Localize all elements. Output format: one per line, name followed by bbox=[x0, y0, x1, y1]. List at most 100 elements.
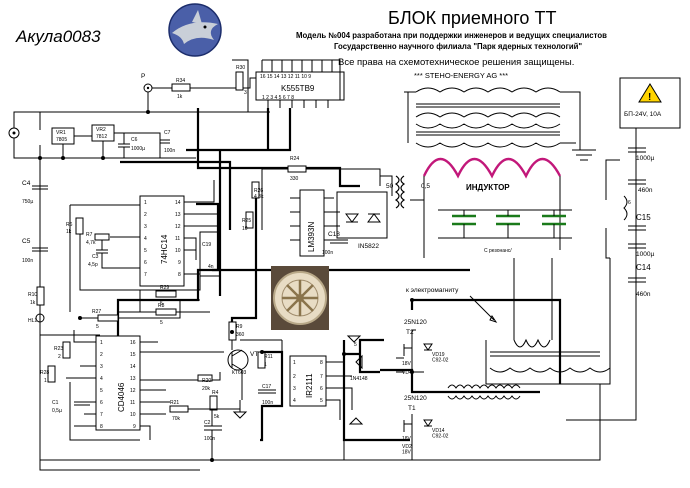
svg-text:25N120: 25N120 bbox=[404, 319, 427, 326]
svg-text:C4: C4 bbox=[22, 180, 31, 187]
svg-text:14: 14 bbox=[130, 364, 136, 370]
svg-text:15: 15 bbox=[130, 352, 136, 358]
svg-text:1k: 1k bbox=[177, 94, 183, 100]
warning-triangle-icon: ! bbox=[638, 83, 662, 103]
svg-text:460n: 460n bbox=[638, 187, 653, 194]
svg-text:4,5p: 4,5p bbox=[88, 262, 98, 268]
svg-text:HL1: HL1 bbox=[28, 318, 37, 324]
svg-text:R28: R28 bbox=[40, 370, 49, 376]
svg-text:8: 8 bbox=[178, 272, 181, 278]
svg-text:8: 8 bbox=[100, 424, 103, 430]
svg-text:6: 6 bbox=[628, 200, 631, 206]
svg-text:R8: R8 bbox=[158, 303, 165, 309]
svg-text:R20: R20 bbox=[202, 378, 211, 384]
svg-text:R10: R10 bbox=[28, 292, 37, 298]
svg-text:2: 2 bbox=[144, 212, 147, 218]
vr2-label: VR2 bbox=[96, 127, 106, 133]
svg-text:!: ! bbox=[648, 92, 651, 103]
svg-text:4n: 4n bbox=[208, 264, 214, 270]
svg-text:100n: 100n bbox=[204, 436, 215, 442]
svg-text:R7: R7 bbox=[86, 232, 93, 238]
subtitle-line-1: Модель №004 разработана при поддержки ин… bbox=[296, 31, 607, 40]
svg-text:K555TB9: K555TB9 bbox=[281, 84, 315, 93]
main-transformer bbox=[404, 87, 596, 161]
svg-text:C15: C15 bbox=[636, 213, 651, 222]
svg-text:11: 11 bbox=[130, 400, 135, 406]
svg-text:0,5: 0,5 bbox=[421, 183, 430, 190]
svg-text:4: 4 bbox=[100, 376, 103, 382]
svg-text:2: 2 bbox=[293, 374, 296, 380]
resistor-chain: R27 5 R29 5 R8 5 bbox=[80, 285, 210, 330]
svg-text:5k: 5k bbox=[214, 414, 220, 420]
svg-text:100n: 100n bbox=[322, 250, 333, 256]
svg-text:10: 10 bbox=[242, 226, 248, 232]
svg-text:R26: R26 bbox=[254, 188, 263, 194]
svg-text:6: 6 bbox=[100, 400, 103, 406]
svg-text:3: 3 bbox=[100, 364, 103, 370]
svg-text:5: 5 bbox=[160, 301, 163, 307]
svg-text:R27: R27 bbox=[92, 309, 101, 315]
svg-text:C19: C19 bbox=[202, 242, 211, 248]
svg-text:CD4046: CD4046 bbox=[117, 382, 126, 412]
svg-text:4,7k: 4,7k bbox=[86, 240, 96, 246]
svg-text:1: 1 bbox=[293, 360, 296, 366]
svg-text:5: 5 bbox=[320, 398, 323, 404]
svg-text:70k: 70k bbox=[172, 416, 181, 422]
svg-text:R25: R25 bbox=[242, 218, 251, 224]
svg-text:VD4: VD4 bbox=[402, 370, 412, 376]
junction-dots bbox=[38, 110, 414, 462]
svg-text:С резонанс/: С резонанс/ bbox=[484, 248, 512, 254]
svg-text:5: 5 bbox=[96, 324, 99, 330]
svg-text:5: 5 bbox=[354, 342, 357, 348]
svg-text:LM393N: LM393N bbox=[307, 222, 316, 252]
c6-label: C6 bbox=[131, 137, 138, 143]
svg-text:3: 3 bbox=[293, 386, 296, 392]
svg-text:18V: 18V bbox=[402, 436, 412, 442]
svg-text:C7: C7 bbox=[164, 130, 171, 136]
logo: Акула0083 bbox=[15, 3, 222, 57]
svg-text:ИНДУКТОР: ИНДУКТОР bbox=[466, 183, 510, 192]
psu-label: БП-24V, 10A bbox=[624, 111, 662, 118]
svg-text:4.8k: 4.8k bbox=[254, 194, 264, 200]
svg-text:18V: 18V bbox=[402, 361, 412, 367]
svg-text:1: 1 bbox=[264, 362, 267, 368]
svg-text:C2: C2 bbox=[204, 420, 211, 426]
diode-bridge: IN5822 50 0,5 bbox=[336, 175, 430, 250]
page-title: БЛОК приемного ТТ bbox=[388, 8, 556, 28]
svg-text:КТ603: КТ603 bbox=[232, 370, 247, 376]
svg-text:100n: 100n bbox=[262, 400, 273, 406]
svg-text:6: 6 bbox=[320, 386, 323, 392]
svg-text:750µ: 750µ bbox=[22, 199, 33, 205]
svg-text:5: 5 bbox=[100, 388, 103, 394]
svg-text:0,5µ: 0,5µ bbox=[52, 408, 62, 414]
subtitle-line-2: Государственно научного филиала "Парк яд… bbox=[334, 42, 582, 51]
svg-text:R23: R23 bbox=[54, 346, 63, 352]
svg-text:R21: R21 bbox=[170, 400, 179, 406]
svg-text:5: 5 bbox=[160, 320, 163, 326]
svg-text:4: 4 bbox=[293, 398, 296, 404]
svg-text:T2: T2 bbox=[406, 329, 414, 336]
resonant-capacitors: С резонанс/ bbox=[438, 209, 572, 254]
svg-text:C14: C14 bbox=[636, 263, 651, 272]
svg-text:R24: R24 bbox=[290, 156, 299, 162]
svg-text:1 2 3 4 5 6 7 8: 1 2 3 4 5 6 7 8 bbox=[262, 95, 294, 101]
svg-text:6: 6 bbox=[144, 260, 147, 266]
p-label: P bbox=[141, 73, 145, 80]
svg-text:10: 10 bbox=[130, 412, 136, 418]
svg-text:C5: C5 bbox=[22, 238, 31, 245]
hc14-support: R6 1k R7 4,7k C3 4,5p bbox=[66, 204, 140, 312]
svg-text:5: 5 bbox=[144, 248, 147, 254]
svg-text:R30: R30 bbox=[236, 65, 245, 71]
svg-text:13: 13 bbox=[130, 376, 136, 382]
svg-text:1: 1 bbox=[100, 340, 103, 346]
svg-text:2: 2 bbox=[58, 354, 61, 360]
svg-text:4: 4 bbox=[144, 236, 147, 242]
svg-text:1: 1 bbox=[144, 200, 147, 206]
input-section: VR1 7805 VR2 7812 C6 1000µ C7 100n P R34… bbox=[8, 59, 270, 159]
svg-text:12: 12 bbox=[130, 388, 136, 394]
svg-text:100n: 100n bbox=[22, 258, 33, 264]
